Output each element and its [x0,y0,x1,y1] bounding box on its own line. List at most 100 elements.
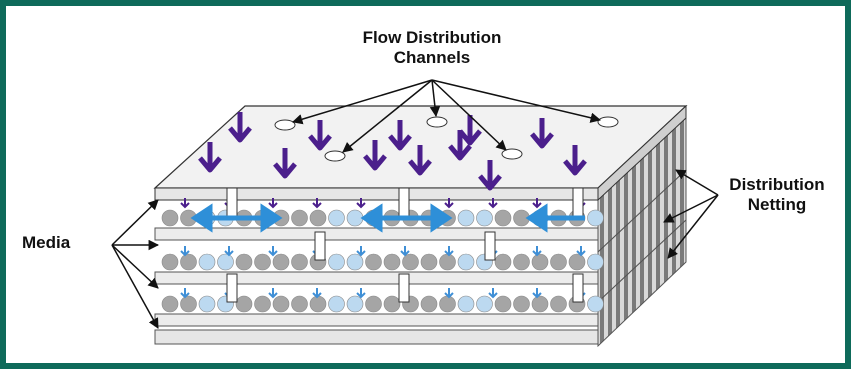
media-disc [531,295,549,313]
down-flow-arrow [530,118,554,149]
small-flow-arrow [180,246,190,257]
media-disc [254,295,271,313]
media-disc [420,295,438,313]
distribution-netting-label: Distribution Netting [712,175,842,215]
media-disc [328,209,345,227]
media-disc [513,295,530,313]
media-disc [217,253,234,271]
media-disc [346,295,364,313]
media-disc [513,253,530,271]
flow-arrows [198,112,587,191]
distribution-channel-tube [572,273,584,303]
media-disc [291,295,308,313]
down-flow-arrow [228,112,252,143]
distribution-channel-tube [398,187,410,217]
small-flow-arrow [532,198,542,209]
distribution-channel-tube [226,273,238,303]
media-disc [587,253,604,271]
netting-label-line2: Netting [747,195,807,214]
small-flow-arrow [444,288,454,299]
media-disc [587,295,604,313]
small-flow-arrow [444,246,454,257]
media-disc [531,253,549,271]
small-flow-arrow [356,198,366,209]
netting-leaders [663,169,719,259]
small-flow-arrow [268,246,278,257]
media-label: Media [22,233,71,252]
media-disc [476,209,493,227]
small-flow-arrow [312,198,322,209]
media-disc [494,295,512,313]
media-disc [161,209,179,227]
distribution-netting [597,106,687,348]
media-disc [346,253,364,271]
media-disc [161,253,179,271]
down-flow-arrow [363,140,387,171]
media-disc [402,253,419,271]
media-disc [309,295,327,313]
down-flow-arrow [478,160,502,191]
media-disc [568,253,586,271]
distribution-channel-tube [572,187,584,217]
small-flow-arrow [532,288,542,299]
distribution-channel-tube [484,231,496,261]
bottom-plate [154,329,599,345]
media-disc [180,253,197,271]
down-flow-arrow [308,120,332,151]
small-flow-arrow [180,198,190,209]
flow-channel-leaders [291,79,602,153]
small-flow-arrow [444,198,454,209]
down-flow-arrow [563,145,587,176]
media-disc [365,295,382,313]
media-disc [550,253,567,271]
media-disc [383,295,401,313]
media-disc [550,295,567,313]
media-layer [154,273,604,327]
media-leaders [111,199,160,329]
media-disc [291,209,308,227]
small-flow-arrow [532,246,542,257]
media-disc [439,295,456,313]
lateral-flow-arrows [190,203,585,233]
media-disc [383,253,401,271]
flow-label-line1: Flow Distribution [362,28,502,47]
media-disc [291,253,308,271]
small-flow-arrow [268,288,278,299]
media-disc [328,295,345,313]
small-flow-arrow [356,288,366,299]
media-disc [254,253,271,271]
netting-label-line1: Distribution [729,175,825,194]
down-flow-arrow [448,130,472,161]
distribution-channel-tube [398,273,410,303]
distribution-channel-tube [226,187,238,217]
small-flow-arrow [576,246,586,257]
media-disc [439,253,456,271]
flow-channel-holes [274,116,619,162]
small-flow-arrow [180,288,190,299]
media-layer [154,231,604,285]
down-flow-arrow [388,120,412,151]
down-flow-arrow [273,148,297,179]
media-disc [494,209,512,227]
small-flow-arrow [312,288,322,299]
small-flow-arrow [400,246,410,257]
media-disc [198,295,216,313]
media-disc [198,253,216,271]
small-flow-arrow [488,198,498,209]
media-disc [457,209,475,227]
media-disc [365,253,382,271]
flow-label-line2: Channels [393,48,471,67]
down-flow-arrow [408,145,432,176]
media-disc [272,295,290,313]
media-disc [180,295,197,313]
small-flow-arrow [488,288,498,299]
down-flow-arrow [198,142,222,173]
media-disc [494,253,512,271]
media-disc [587,209,604,227]
media-disc [457,295,475,313]
flow-distribution-channels-label: Flow Distribution Channels [320,28,544,68]
distribution-channel-tube [314,231,326,261]
media-disc [161,295,179,313]
media-disc [476,295,493,313]
